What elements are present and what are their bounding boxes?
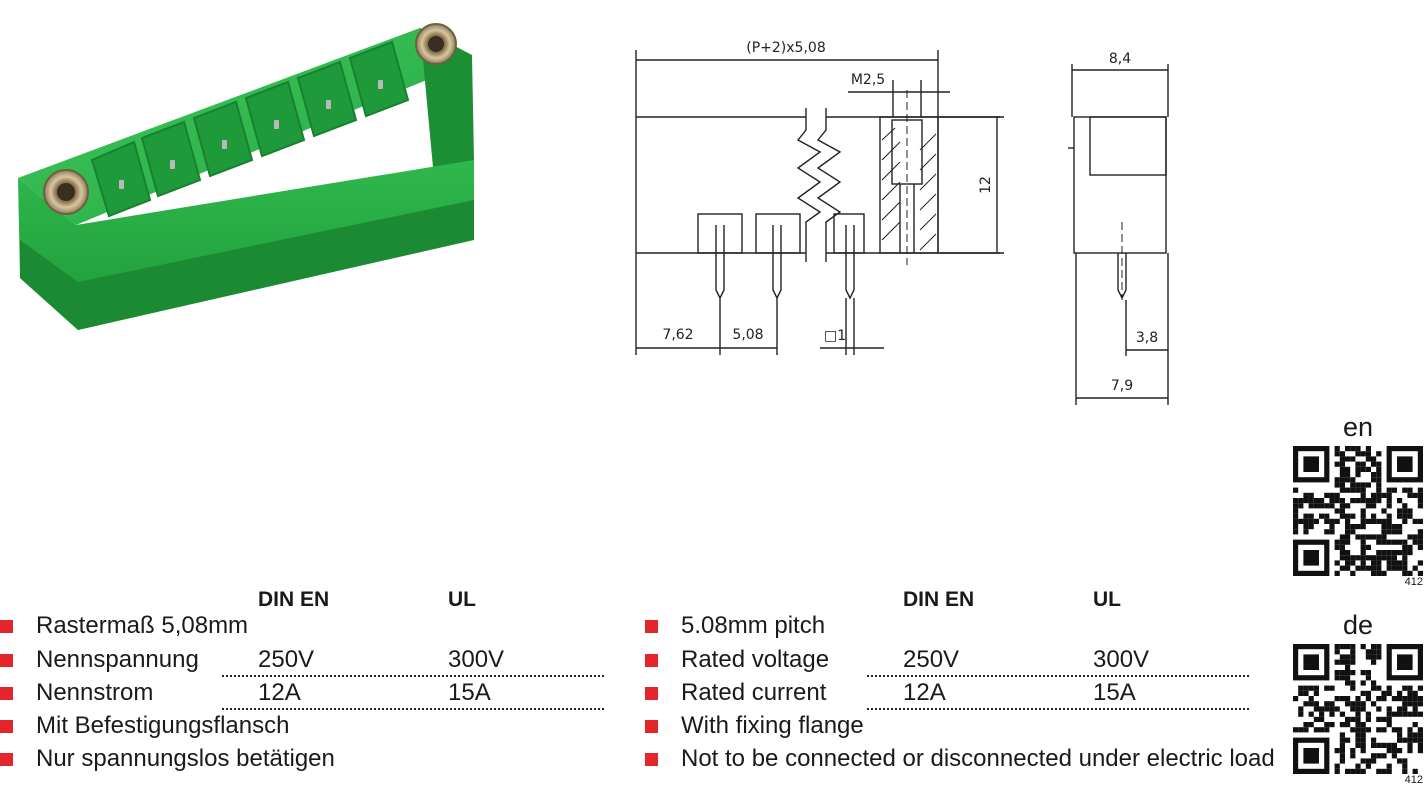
leader-dots <box>867 675 1249 677</box>
bullet-icon <box>645 687 658 700</box>
col-din-en-header: DIN EN <box>903 588 975 611</box>
qr-number: 412 <box>1404 576 1423 588</box>
spec-label: Mit Befestigungsflansch <box>36 712 290 739</box>
technical-drawing: (P+2)x5,08 M2,5 12 8,4 7,62 5,08 □1 3,8 … <box>635 40 1169 405</box>
qr-code-icon[interactable] <box>1293 644 1423 774</box>
spec-label: Rated voltage <box>681 646 830 673</box>
spec-row: Rastermaß 5,08mm <box>0 610 640 644</box>
spec-value-din: 250V <box>903 646 960 673</box>
qr-language-label: en <box>1342 412 1374 442</box>
qr-block-en: en 412 <box>1293 412 1423 590</box>
spec-label: Rated current <box>681 679 827 706</box>
spec-label: Rastermaß 5,08mm <box>36 612 249 639</box>
spec-label: With fixing flange <box>681 712 864 739</box>
spec-value-ul: 300V <box>1093 646 1150 673</box>
spec-value-din: 12A <box>258 679 301 706</box>
spec-label: Nur spannungslos betätigen <box>36 745 335 772</box>
spec-label: Nennstrom <box>36 679 154 706</box>
dim-pin-label: □1 <box>824 328 846 344</box>
qr-block-de: de 412 <box>1293 610 1423 788</box>
bullet-icon <box>0 753 13 766</box>
spec-value-ul: 300V <box>448 646 505 673</box>
qr-number: 412 <box>1404 774 1423 786</box>
dim-offset-label: 7,62 <box>662 327 693 343</box>
spec-row: Nennstrom 12A 15A <box>0 677 640 711</box>
connector-photo <box>18 23 474 330</box>
spec-row: Not to be connected or disconnected unde… <box>645 743 1285 777</box>
spec-row: Nennspannung 250V 300V <box>0 644 640 678</box>
spec-row: Nur spannungslos betätigen <box>0 743 640 777</box>
dim-depth-top-label: 8,4 <box>1109 51 1131 67</box>
dim-width-label: (P+2)x5,08 <box>746 40 825 56</box>
specs-english: DIN EN UL 5.08mm pitch Rated voltage 250… <box>645 588 1285 772</box>
dim-depth-bottom-label: 7,9 <box>1111 378 1133 394</box>
leader-dots <box>222 675 604 677</box>
spec-label: 5.08mm pitch <box>681 612 826 639</box>
col-din-en-header: DIN EN <box>258 588 330 611</box>
bullet-icon <box>0 687 13 700</box>
spec-value-ul: 15A <box>1093 679 1136 706</box>
spec-value-din: 12A <box>903 679 946 706</box>
spec-value-ul: 15A <box>448 679 491 706</box>
leader-dots <box>222 708 604 710</box>
col-ul-header: UL <box>448 588 476 611</box>
bullet-icon <box>0 654 13 667</box>
spec-label: Nennspannung <box>36 646 199 673</box>
spec-row: Rated voltage 250V 300V <box>645 644 1285 678</box>
bullet-icon <box>645 620 658 633</box>
dim-pitch-label: 5,08 <box>732 327 763 343</box>
dim-height-label: 12 <box>978 176 994 194</box>
spec-row: 5.08mm pitch <box>645 610 1285 644</box>
col-ul-header: UL <box>1093 588 1121 611</box>
spec-row: Mit Befestigungsflansch <box>0 710 640 744</box>
specs-german: DIN EN UL Rastermaß 5,08mm Nennspannung … <box>0 588 640 772</box>
bullet-icon <box>645 753 658 766</box>
qr-language-label: de <box>1342 610 1374 640</box>
qr-code-icon[interactable] <box>1293 446 1423 576</box>
leader-dots <box>867 708 1249 710</box>
spec-value-din: 250V <box>258 646 315 673</box>
bullet-icon <box>645 654 658 667</box>
spec-row: With fixing flange <box>645 710 1285 744</box>
bullet-icon <box>0 720 13 733</box>
dim-thread-label: M2,5 <box>851 72 885 88</box>
bullet-icon <box>645 720 658 733</box>
spec-label: Not to be connected or disconnected unde… <box>681 745 1275 772</box>
dim-pin-length-label: 3,8 <box>1136 330 1158 346</box>
bullet-icon <box>0 620 13 633</box>
spec-row: Rated current 12A 15A <box>645 677 1285 711</box>
